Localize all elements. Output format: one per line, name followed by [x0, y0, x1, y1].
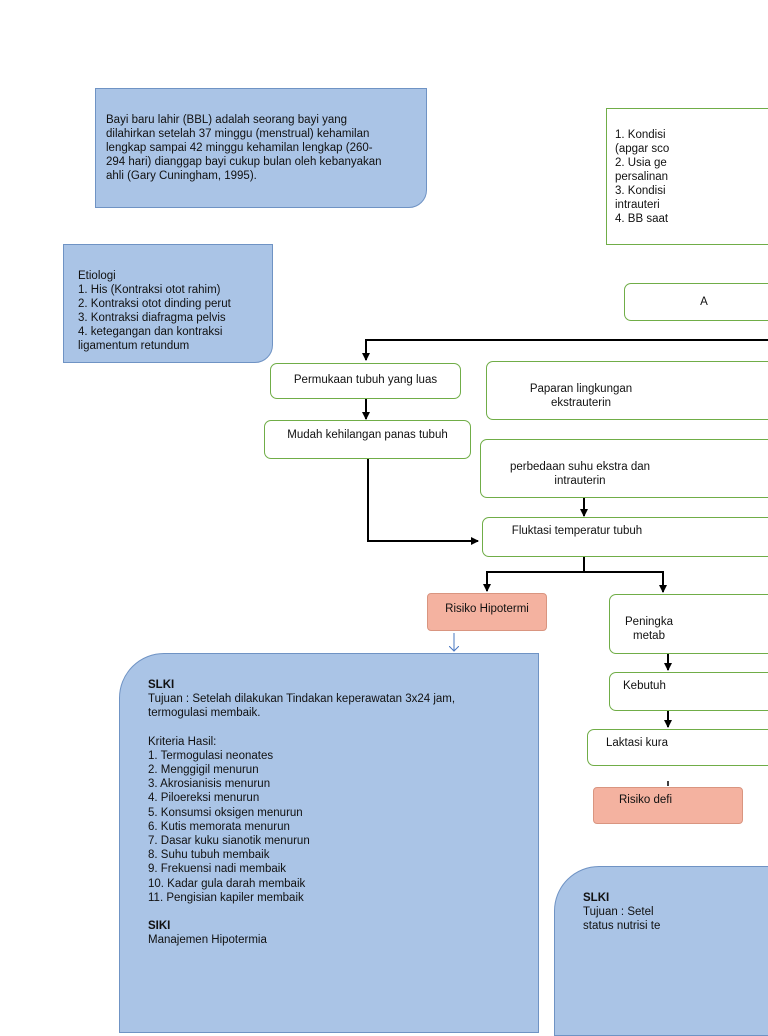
kriteria-item: 5. Konsumsi oksigen menurun — [148, 806, 303, 819]
kriteria-item: 2. Menggigil menurun — [148, 764, 259, 777]
arrow-to-peningkatan — [584, 571, 667, 593]
kriteria-item: 11. Pengisian kapiler membaik — [148, 891, 304, 904]
slki-right-tujuan: Tujuan : Setel status nutrisi te — [583, 906, 661, 932]
factors-box: 1. Kondisi (apgar sco 2. Usia ge persali… — [606, 108, 768, 245]
kriteria-item: 4. Piloereksi menurun — [148, 792, 260, 805]
kriteria-item: 8. Suhu tubuh membaik — [148, 849, 270, 862]
risiko-defisit-label: Risiko defi — [619, 794, 673, 806]
arrow-to-risiko-hipotermi — [483, 557, 585, 592]
mudah-label: Mudah kehilangan panas tubuh — [287, 429, 448, 441]
slki-right-heading: SLKI — [583, 892, 610, 904]
paparan-label: Paparan lingkungan ekstrauterin — [529, 383, 633, 409]
arrow-to-permukaan — [362, 339, 768, 361]
risiko-defisit-box: Risiko defi — [593, 787, 743, 824]
slki-left-tujuan: Tujuan : Setelah dilakukan Tindakan kepe… — [148, 693, 456, 720]
top-right-label: A — [700, 296, 708, 308]
kriteria-list: 1. Termogulasi neonates 2. Menggigil men… — [148, 749, 510, 905]
kriteria-item: 1. Termogulasi neonates — [148, 749, 274, 762]
slki-right-panel: SLKI Tujuan : Setel status nutrisi te — [554, 866, 768, 1036]
perbedaan-box: perbedaan suhu ekstra dan intrauterin — [480, 439, 768, 498]
paparan-box: Paparan lingkungan ekstrauterin — [486, 361, 768, 420]
definition-text: Bayi baru lahir (BBL) adalah seorang bay… — [106, 114, 382, 182]
peningkatan-box: Peningka metab — [609, 594, 768, 654]
fluktasi-label: Fluktasi temperatur tubuh — [511, 525, 643, 537]
kriteria-title: Kriteria Hasil: — [148, 735, 217, 748]
permukaan-label: Permukaan tubuh yang luas — [293, 374, 438, 386]
top-right-box: A — [624, 283, 768, 321]
kebutuhan-label: Kebutuh — [623, 680, 666, 692]
mudah-box: Mudah kehilangan panas tubuh — [264, 420, 471, 459]
arrow-to-fluktasi-left — [367, 459, 479, 545]
permukaan-box: Permukaan tubuh yang luas — [270, 363, 461, 399]
perbedaan-label: perbedaan suhu ekstra dan intrauterin — [509, 461, 651, 487]
peningkatan-label: Peningka metab — [625, 616, 673, 642]
kriteria-item: 10. Kadar gula darah membaik — [148, 877, 306, 890]
kriteria-item: 6. Kutis memorata menurun — [148, 820, 290, 833]
siki-heading: SIKI — [148, 920, 171, 933]
slki-left-heading: SLKI — [148, 679, 175, 691]
etiologi-box: Etiologi 1. His (Kontraksi otot rahim) 2… — [63, 244, 273, 363]
definition-box: Bayi baru lahir (BBL) adalah seorang bay… — [95, 88, 427, 208]
kriteria-item: 9. Frekuensi nadi membaik — [148, 863, 287, 876]
kebutuhan-box: Kebutuh — [609, 672, 768, 711]
risiko-hipotermi-label: Risiko Hipotermi — [445, 603, 529, 615]
laktasi-label: Laktasi kura — [606, 737, 669, 749]
laktasi-box: Laktasi kura — [587, 729, 768, 766]
kriteria-item: 7. Dasar kuku sianotik menurun — [148, 835, 310, 848]
risiko-hipotermi-box: Risiko Hipotermi — [427, 593, 547, 631]
etiologi-text: Etiologi 1. His (Kontraksi otot rahim) 2… — [78, 270, 231, 352]
kriteria-item: 3. Akrosianisis menurun — [148, 778, 271, 791]
fluktasi-box: Fluktasi temperatur tubuh — [482, 517, 768, 557]
slki-left-mask — [120, 947, 538, 1024]
factors-text: 1. Kondisi (apgar sco 2. Usia ge persali… — [615, 129, 670, 225]
siki-item: Manajemen Hipotermia — [148, 934, 267, 947]
